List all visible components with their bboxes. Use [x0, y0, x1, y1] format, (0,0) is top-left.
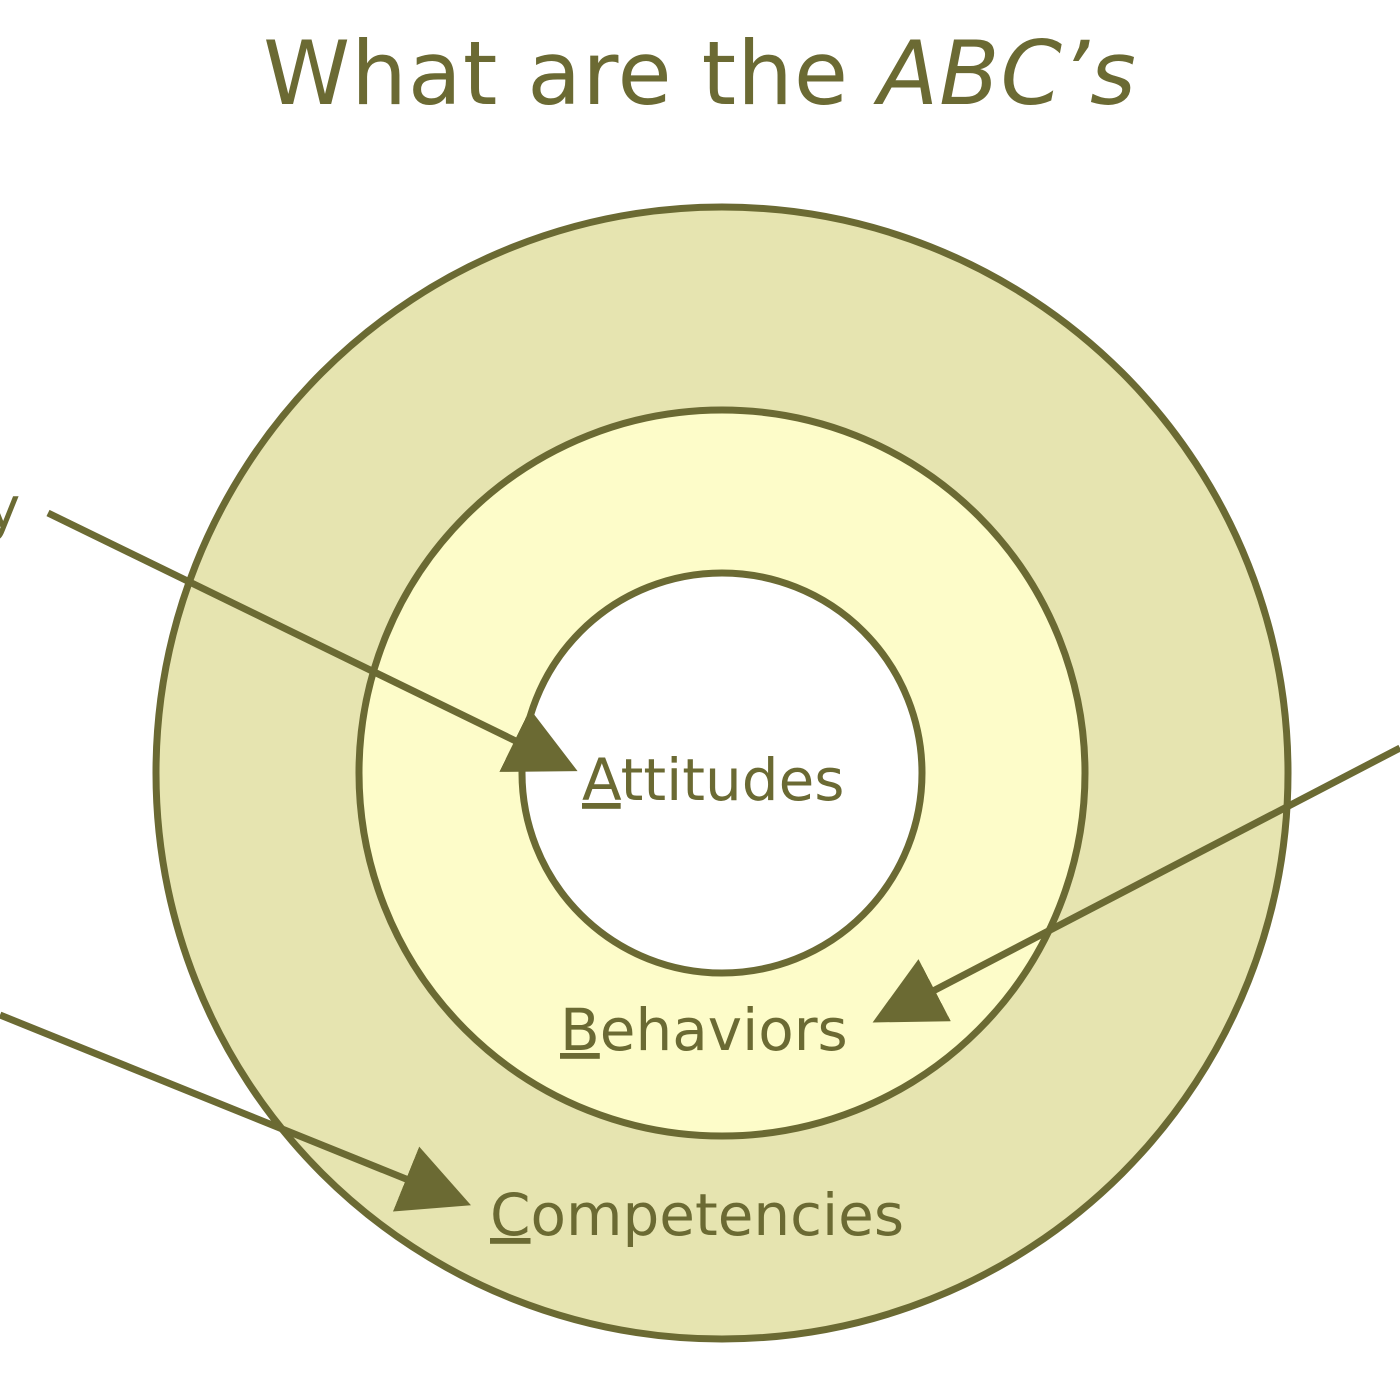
page-title: What are the ABC’s: [0, 22, 1400, 125]
arrow-to-competencies: [0, 1011, 471, 1212]
behaviors-initial: B: [560, 996, 600, 1064]
attitudes-rest: ttitudes: [621, 746, 845, 814]
title-prefix: What are the: [263, 22, 878, 125]
inner-ring: [518, 569, 926, 977]
attitudes-label: Attitudes: [582, 746, 845, 814]
arrow-to-behaviors: [872, 744, 1400, 1023]
title-emphasis: ABC’s: [877, 22, 1137, 125]
behaviors-rest: ehaviors: [600, 996, 848, 1064]
left-fragment-label: y: [0, 474, 20, 542]
competencies-label: Competencies: [490, 1181, 904, 1249]
competencies-initial: C: [490, 1181, 531, 1249]
competencies-rest: ompetencies: [531, 1181, 905, 1249]
attitudes-initial: A: [582, 746, 622, 814]
arrow-to-attitudes: [46, 509, 578, 772]
behaviors-label: Behaviors: [560, 996, 848, 1064]
